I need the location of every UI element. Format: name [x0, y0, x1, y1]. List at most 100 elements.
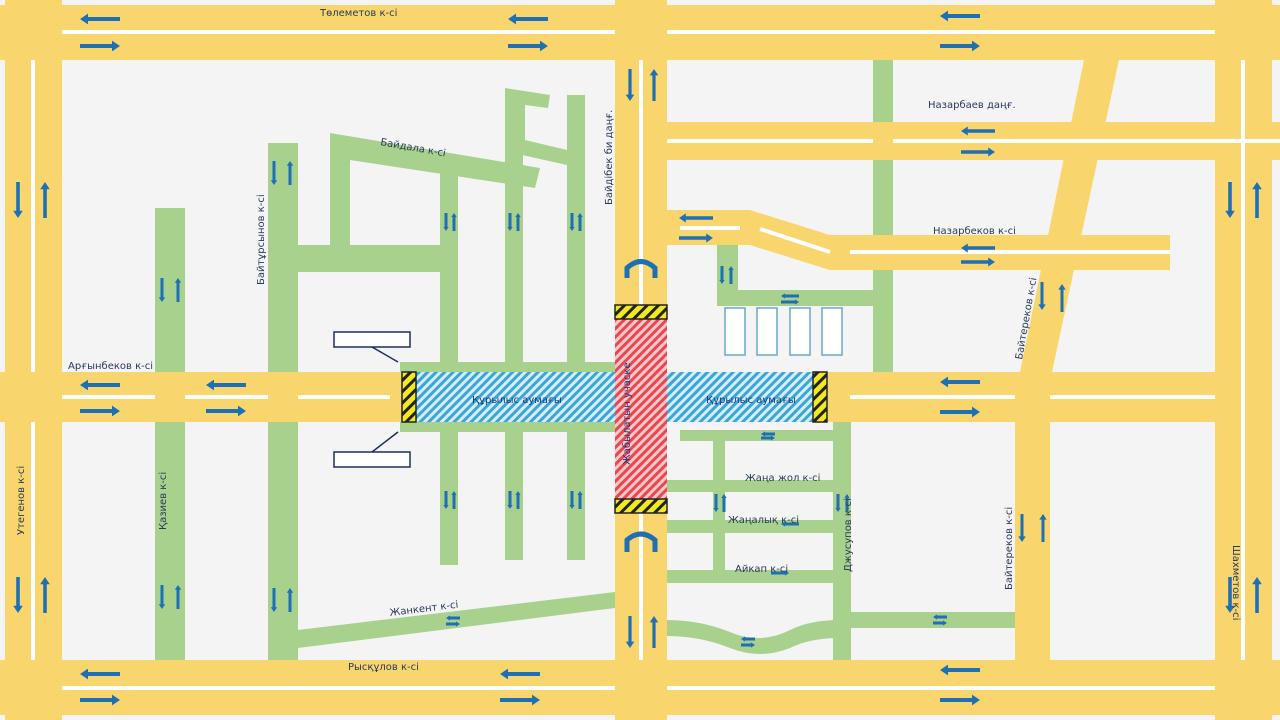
label-baitursynov: Байтұрсынов к-сі	[255, 194, 267, 285]
direction-arrow-icon	[625, 616, 635, 648]
direction-arrow-icon	[844, 494, 850, 512]
direction-arrow-icon	[940, 376, 980, 388]
direction-arrow-icon	[728, 266, 734, 284]
direction-arrow-icon	[286, 161, 294, 185]
direction-arrow-icon	[933, 614, 947, 620]
label-utegenov: Утегенов к-сі	[15, 466, 27, 535]
label-baiterekov-bottom: Байтереков к-сі	[1003, 507, 1015, 590]
direction-arrow-icon	[940, 40, 980, 52]
direction-arrow-icon	[13, 577, 23, 613]
direction-arrow-icon	[508, 40, 548, 52]
direction-arrow-icon	[961, 257, 995, 267]
direction-arrow-icon	[1225, 577, 1235, 613]
direction-arrow-icon	[508, 13, 548, 25]
direction-arrow-icon	[961, 243, 995, 253]
direction-arrow-icon	[270, 588, 278, 612]
direction-arrow-icon	[961, 147, 995, 157]
direction-arrow-icon	[80, 13, 120, 25]
direction-arrow-icon	[270, 161, 278, 185]
label-zhanalyk: Жаңалық к-сі	[728, 514, 799, 526]
direction-arrow-icon	[500, 668, 540, 680]
direction-arrow-icon	[451, 491, 457, 509]
direction-arrow-icon	[1252, 577, 1262, 613]
callouts	[333, 331, 411, 468]
label-argynbekov: Арғынбеков к-сі	[68, 360, 153, 372]
direction-arrow-icon	[781, 293, 799, 299]
direction-arrow-icon	[679, 233, 713, 243]
direction-arrow-icon	[1038, 282, 1046, 310]
direction-arrow-icon	[1018, 514, 1026, 542]
direction-arrow-icon	[446, 615, 460, 621]
direction-arrow-icon	[940, 10, 980, 22]
construction-zone-right	[667, 372, 813, 422]
construction-label-left: Құрылыс аумағы	[472, 395, 562, 406]
label-nazarbekov: Назарбеков к-сі	[933, 225, 1016, 237]
direction-arrow-icon	[625, 69, 635, 101]
direction-arrow-icon	[713, 494, 719, 512]
parking-blocks	[724, 307, 843, 356]
direction-arrow-icon	[158, 585, 166, 609]
direction-arrow-icon	[940, 406, 980, 418]
lane-markings	[31, 30, 1280, 690]
direction-arrow-icon	[515, 213, 521, 231]
construction-label-right: Құрылыс аумағы	[706, 395, 796, 406]
u-turn-icons	[624, 259, 658, 552]
direction-arrow-icon	[741, 636, 755, 642]
label-zhana-zhol: Жаңа жол к-сі	[745, 472, 820, 484]
construction-zone-left	[415, 372, 615, 422]
direction-arrow-icon	[13, 182, 23, 218]
direction-arrow-icon	[761, 435, 775, 441]
direction-arrow-icon	[174, 585, 182, 609]
direction-arrow-icon	[443, 213, 449, 231]
direction-arrow-icon	[80, 694, 120, 706]
direction-arrow-icon	[761, 431, 775, 437]
direction-arrow-icon	[835, 494, 841, 512]
direction-arrow-icon	[721, 494, 727, 512]
direction-arrow-icon	[577, 213, 583, 231]
direction-arrow-icon	[1225, 182, 1235, 218]
direction-arrow-icon	[40, 577, 50, 613]
direction-arrow-icon	[569, 491, 575, 509]
direction-arrow-icon	[940, 694, 980, 706]
direction-arrow-icon	[1252, 182, 1262, 218]
label-shakhmetov: Шахметов к-сі	[1230, 545, 1242, 620]
direction-arrow-icon	[781, 299, 799, 305]
direction-arrow-icon	[446, 621, 460, 627]
direction-arrow-icon	[443, 491, 449, 509]
label-telemetov: Төлеметов к-сі	[319, 7, 397, 19]
direction-arrow-icon	[80, 405, 120, 417]
direction-arrow-icon	[451, 213, 457, 231]
direction-arrow-icon	[940, 664, 980, 676]
direction-arrow-icon	[569, 213, 575, 231]
direction-arrow-icon	[577, 491, 583, 509]
direction-arrow-icon	[649, 616, 659, 648]
direction-arrow-icon	[286, 588, 294, 612]
closed-section-label: Жабылатын учаске	[622, 362, 633, 465]
direction-arrow-icon	[1039, 514, 1047, 542]
direction-arrow-icon	[933, 620, 947, 626]
direction-arrow-icon	[80, 40, 120, 52]
direction-arrow-icon	[206, 405, 246, 417]
direction-arrow-icon	[507, 213, 513, 231]
direction-arrow-icon	[1058, 284, 1066, 312]
direction-arrow-icon	[500, 694, 540, 706]
direction-arrow-icon	[719, 266, 725, 284]
direction-arrow-icon	[40, 182, 50, 218]
closed-section	[615, 305, 667, 513]
direction-arrow-icon	[158, 278, 166, 302]
label-kaziev: Қазиев к-сі	[157, 472, 169, 530]
direction-arrow-icon	[80, 379, 120, 391]
direction-arrow-icon	[174, 278, 182, 302]
traffic-arrows	[13, 10, 1262, 706]
direction-arrow-icon	[961, 126, 995, 136]
direction-arrow-icon	[515, 491, 521, 509]
direction-arrow-icon	[649, 69, 659, 101]
direction-arrow-icon	[781, 521, 799, 527]
direction-arrow-icon	[741, 642, 755, 648]
label-dzhusupov: Джусупов к-сі	[842, 498, 854, 572]
label-baidibek: Байдібек би даңғ.	[603, 110, 615, 205]
label-aikap: Айкап к-сі	[735, 563, 788, 575]
direction-arrow-icon	[679, 213, 713, 223]
direction-arrow-icon	[80, 668, 120, 680]
